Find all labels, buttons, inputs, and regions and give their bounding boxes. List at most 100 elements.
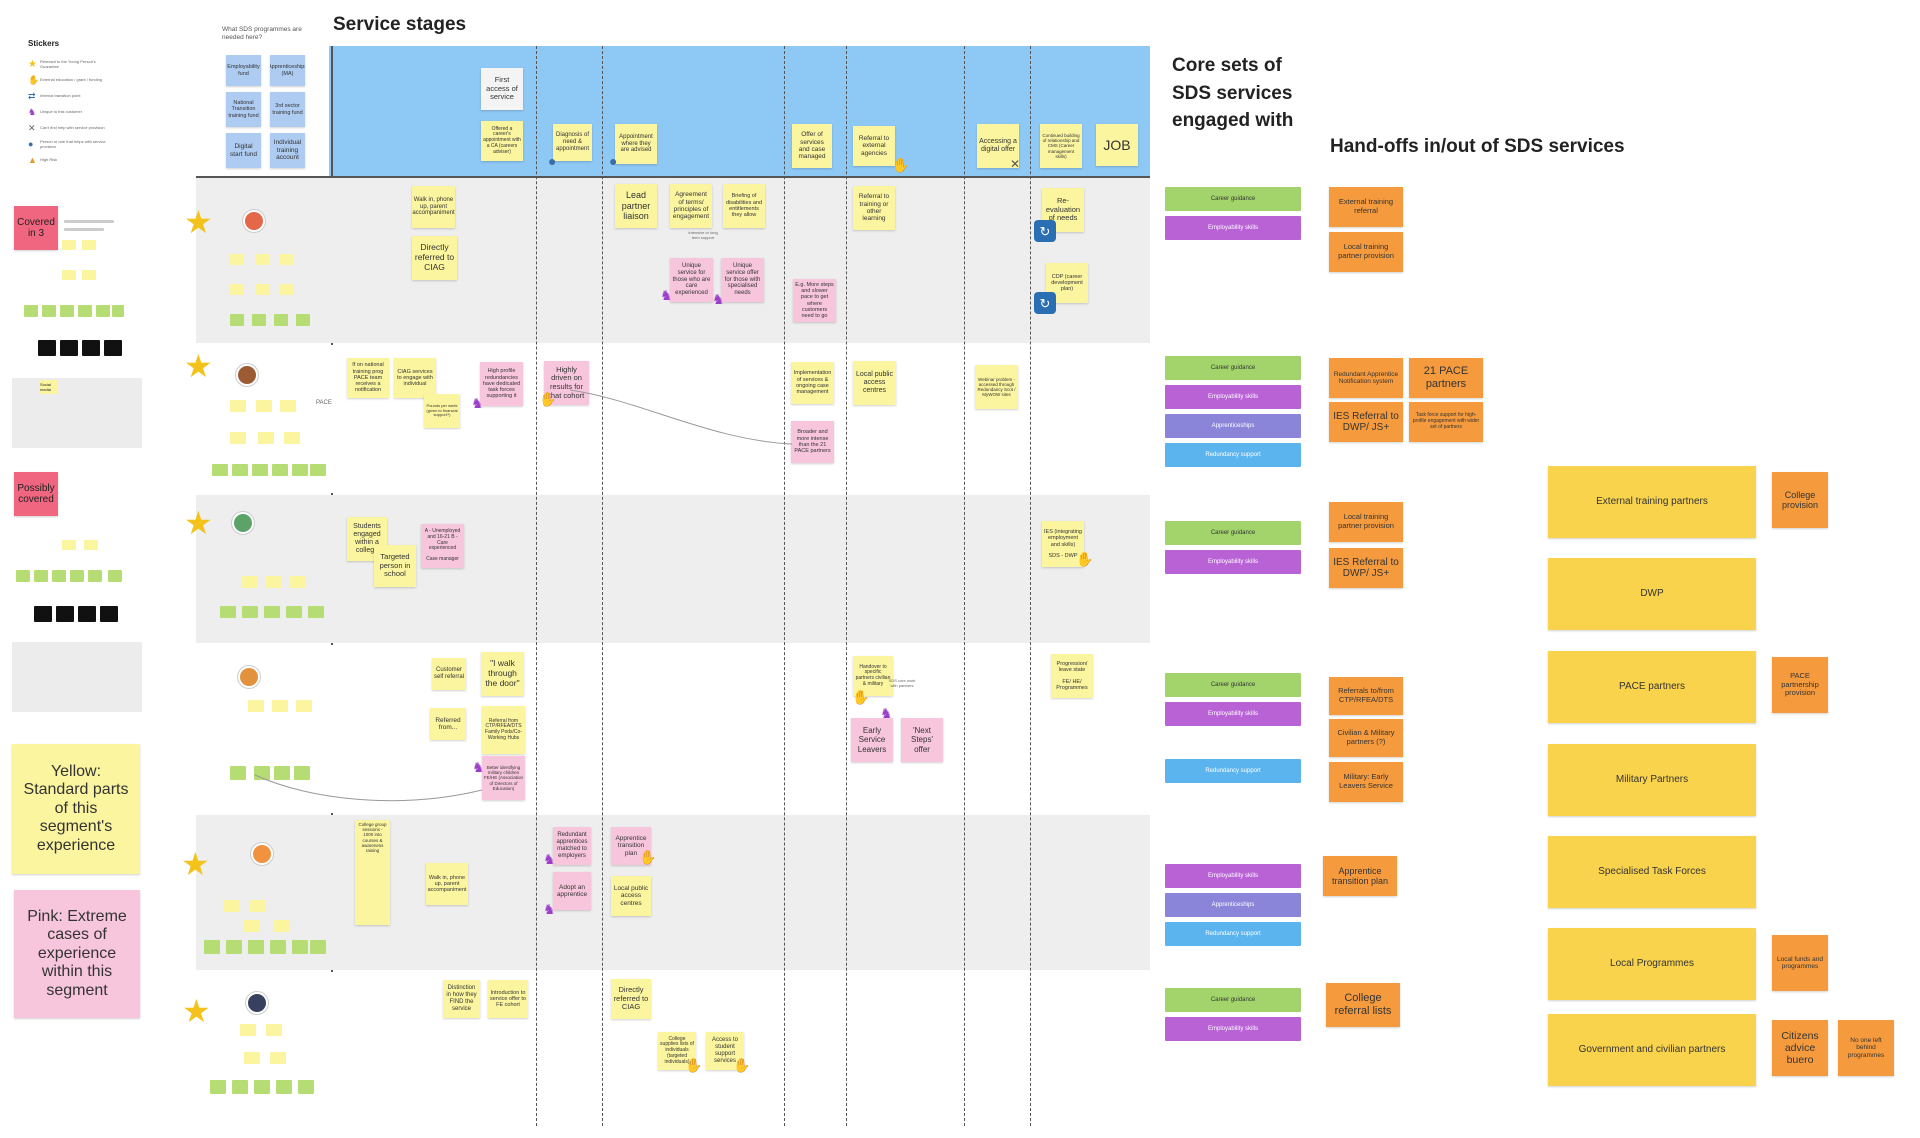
hand-icon: ✋ [685, 1057, 703, 1073]
stage-offer-services: Offer of services and case managed [792, 124, 832, 168]
core-career-guidance-3: Career guidance [1165, 521, 1301, 545]
hand-icon: ✋ [852, 689, 870, 705]
early-service-leavers-note: Early Service Leavers [851, 718, 893, 762]
star-sticker-icon: ★ [28, 58, 37, 70]
stage-divider [1030, 46, 1031, 1126]
core-apprenticeships-2: Apprenticeships [1165, 414, 1301, 438]
unicorn-icon: ♞ [543, 901, 556, 917]
directly-referred-ciag-note: Directly referred to CIAG [412, 236, 457, 280]
college-supplies-note: College supplies lists of individuals (t… [658, 1032, 696, 1070]
persona-details-5 [204, 872, 338, 962]
persona-details-4 [226, 690, 326, 790]
handoff-ies-referral-2: IES Referral to DWP/ JS+ [1329, 548, 1403, 588]
customer-lane-3 [196, 495, 1150, 643]
referral-training-note: Referral to training or other learning [853, 186, 895, 230]
directly-referred-lane6-note: Directly referred to CIAG [611, 979, 651, 1019]
local-public-access-note: Local public access centres [853, 361, 896, 405]
reevaluation-note: Re-evaluation of needs [1042, 188, 1084, 232]
stickers-title: Stickers [28, 39, 60, 48]
programme-apprenticeships: Apprenticeships (MA) [270, 55, 305, 86]
transition-icon: ↻ [1034, 292, 1056, 314]
high-profile-note: High profile redundancies have dedicated… [480, 362, 523, 406]
star-icon: ★ [182, 993, 211, 1029]
programme-individual-training: Individual training account [270, 133, 305, 168]
more-steps-note: E.g. More steps and slower pace to get w… [793, 279, 836, 322]
ies-label: IES (integrating employment and skills) [1044, 528, 1082, 548]
unicorn-icon: ♞ [471, 395, 484, 411]
hand-icon: ✋ [1076, 551, 1094, 567]
customer-avatar [236, 364, 258, 386]
unemployed-note: A - Unemployed and 16-21 B - Care experi… [421, 524, 464, 568]
handoff-redundant-apprentice: Redundant Apprentice Notification system [1329, 358, 1403, 398]
handoff-21-pace: 21 PACE partners [1409, 358, 1483, 398]
core-employability-6: Employability skills [1165, 1017, 1301, 1041]
self-referral-note: Customer self referral [432, 658, 466, 690]
stage-divider [846, 46, 847, 1126]
handoff-local-training-1: Local training partner provision [1329, 232, 1403, 272]
agreement-note: Agreement of terms/ principles of engage… [670, 184, 712, 228]
stage-diagnosis: Diagnosis of need & appointment [553, 124, 592, 161]
partner-dwp: DWP [1548, 558, 1756, 630]
core-career-guidance-6: Career guidance [1165, 988, 1301, 1012]
stage-first-access: First access of service [481, 68, 523, 110]
mini-customer-card-1: Covered in 3 [12, 200, 124, 340]
connector-line [254, 774, 483, 802]
handoffs-title: Hand-offs in/out of SDS services [1330, 136, 1625, 157]
broader-note: Broader and more intense than the 21 PAC… [791, 421, 834, 463]
stage-referral-external: Referral to external agencies [853, 126, 895, 166]
mini-grid-1: Social media [12, 378, 142, 448]
customer-avatar [232, 512, 254, 534]
hand-icon: ✋ [733, 1057, 751, 1073]
hand-icon: ✋ [539, 391, 557, 407]
core-career-guidance-1: Career guidance [1165, 187, 1301, 211]
intensive-label: Intensive or long term support [688, 230, 718, 241]
highly-driven-note: Highly driven on results for that cohort [544, 361, 589, 405]
programme-3rd-sector: 3rd sector training fund [270, 92, 305, 127]
partner-citizens-advice: Citizens advice buero [1772, 1020, 1828, 1076]
introduction-note: Introduction to service offer to FE coho… [488, 980, 528, 1018]
case-manager-label: Case manager [426, 556, 459, 563]
progression-label: Progression/ leave state [1056, 660, 1088, 674]
core-redundancy-4: Redundancy support [1165, 759, 1301, 783]
unicorn-icon: ♞ [712, 291, 725, 307]
stage-continued-building: Continued building of relationship and C… [1040, 124, 1082, 168]
partner-external-training: External training partners [1548, 466, 1756, 538]
local-public-lane5-note: Local public access centres [611, 876, 651, 916]
unemployed-label: A - Unemployed and 16-21 B - Care experi… [424, 528, 461, 552]
persona-details-2: PACE [208, 396, 332, 486]
referred-from-note: Referred from... [430, 708, 466, 740]
stage-divider [964, 46, 965, 1126]
programme-employability-fund: Employability fund [226, 55, 261, 86]
mini-grid-2 [12, 642, 142, 712]
partner-military: Military Partners [1548, 744, 1756, 816]
legend-yellow-note: Yellow: Standard parts of this segment's… [12, 744, 140, 874]
stage-divider [784, 46, 785, 1126]
star-icon: ★ [184, 348, 213, 384]
programmes-question: What SDS programmes are needed here? [222, 26, 302, 42]
stage-accessing-digital: Accessing a digital offer [977, 124, 1019, 168]
progression-note: Progression/ leave state FE/ HE/ Program… [1051, 654, 1093, 698]
handoff-external-training-referral: External training referral [1329, 187, 1403, 227]
briefing-note: Briefing of disabilities and entitlement… [723, 184, 765, 228]
core-redundancy-2: Redundancy support [1165, 443, 1301, 467]
star-icon: ★ [184, 204, 213, 240]
core-employability-4: Employability skills [1165, 702, 1301, 726]
ies-note: IES (integrating employment and skills) … [1042, 521, 1084, 567]
core-employability-1: Employability skills [1165, 216, 1301, 240]
redundant-apprentices-note: Redundant apprentices matched to employe… [553, 827, 591, 865]
handoff-task-force: Task force support for high-profile enga… [1409, 402, 1483, 442]
customer-avatar [246, 992, 268, 1014]
programme-digital-start: Digital start fund [226, 133, 261, 168]
partner-local-programmes: Local Programmes [1548, 928, 1756, 1000]
walk-in-note: Walk in, phone up, parent accompaniment [412, 186, 455, 228]
sticker-list: ★Relevant to the Young Person's Guarante… [28, 58, 106, 166]
hand-icon: ✋ [892, 157, 910, 173]
fe-he-label: FE/ HE/ Programmes [1056, 678, 1088, 691]
unicorn-icon: ♞ [543, 851, 556, 867]
black-squares-row-1 [38, 340, 128, 358]
handoff-ies-referral-1: IES Referral to DWP/ JS+ [1329, 402, 1403, 442]
hand-icon: ✋ [639, 849, 657, 865]
covered-note: Covered in 3 [14, 206, 58, 250]
adopt-apprentice-note: Adopt an apprentice [553, 872, 591, 910]
partner-no-one-left: No one left behind programmes [1838, 1020, 1894, 1076]
